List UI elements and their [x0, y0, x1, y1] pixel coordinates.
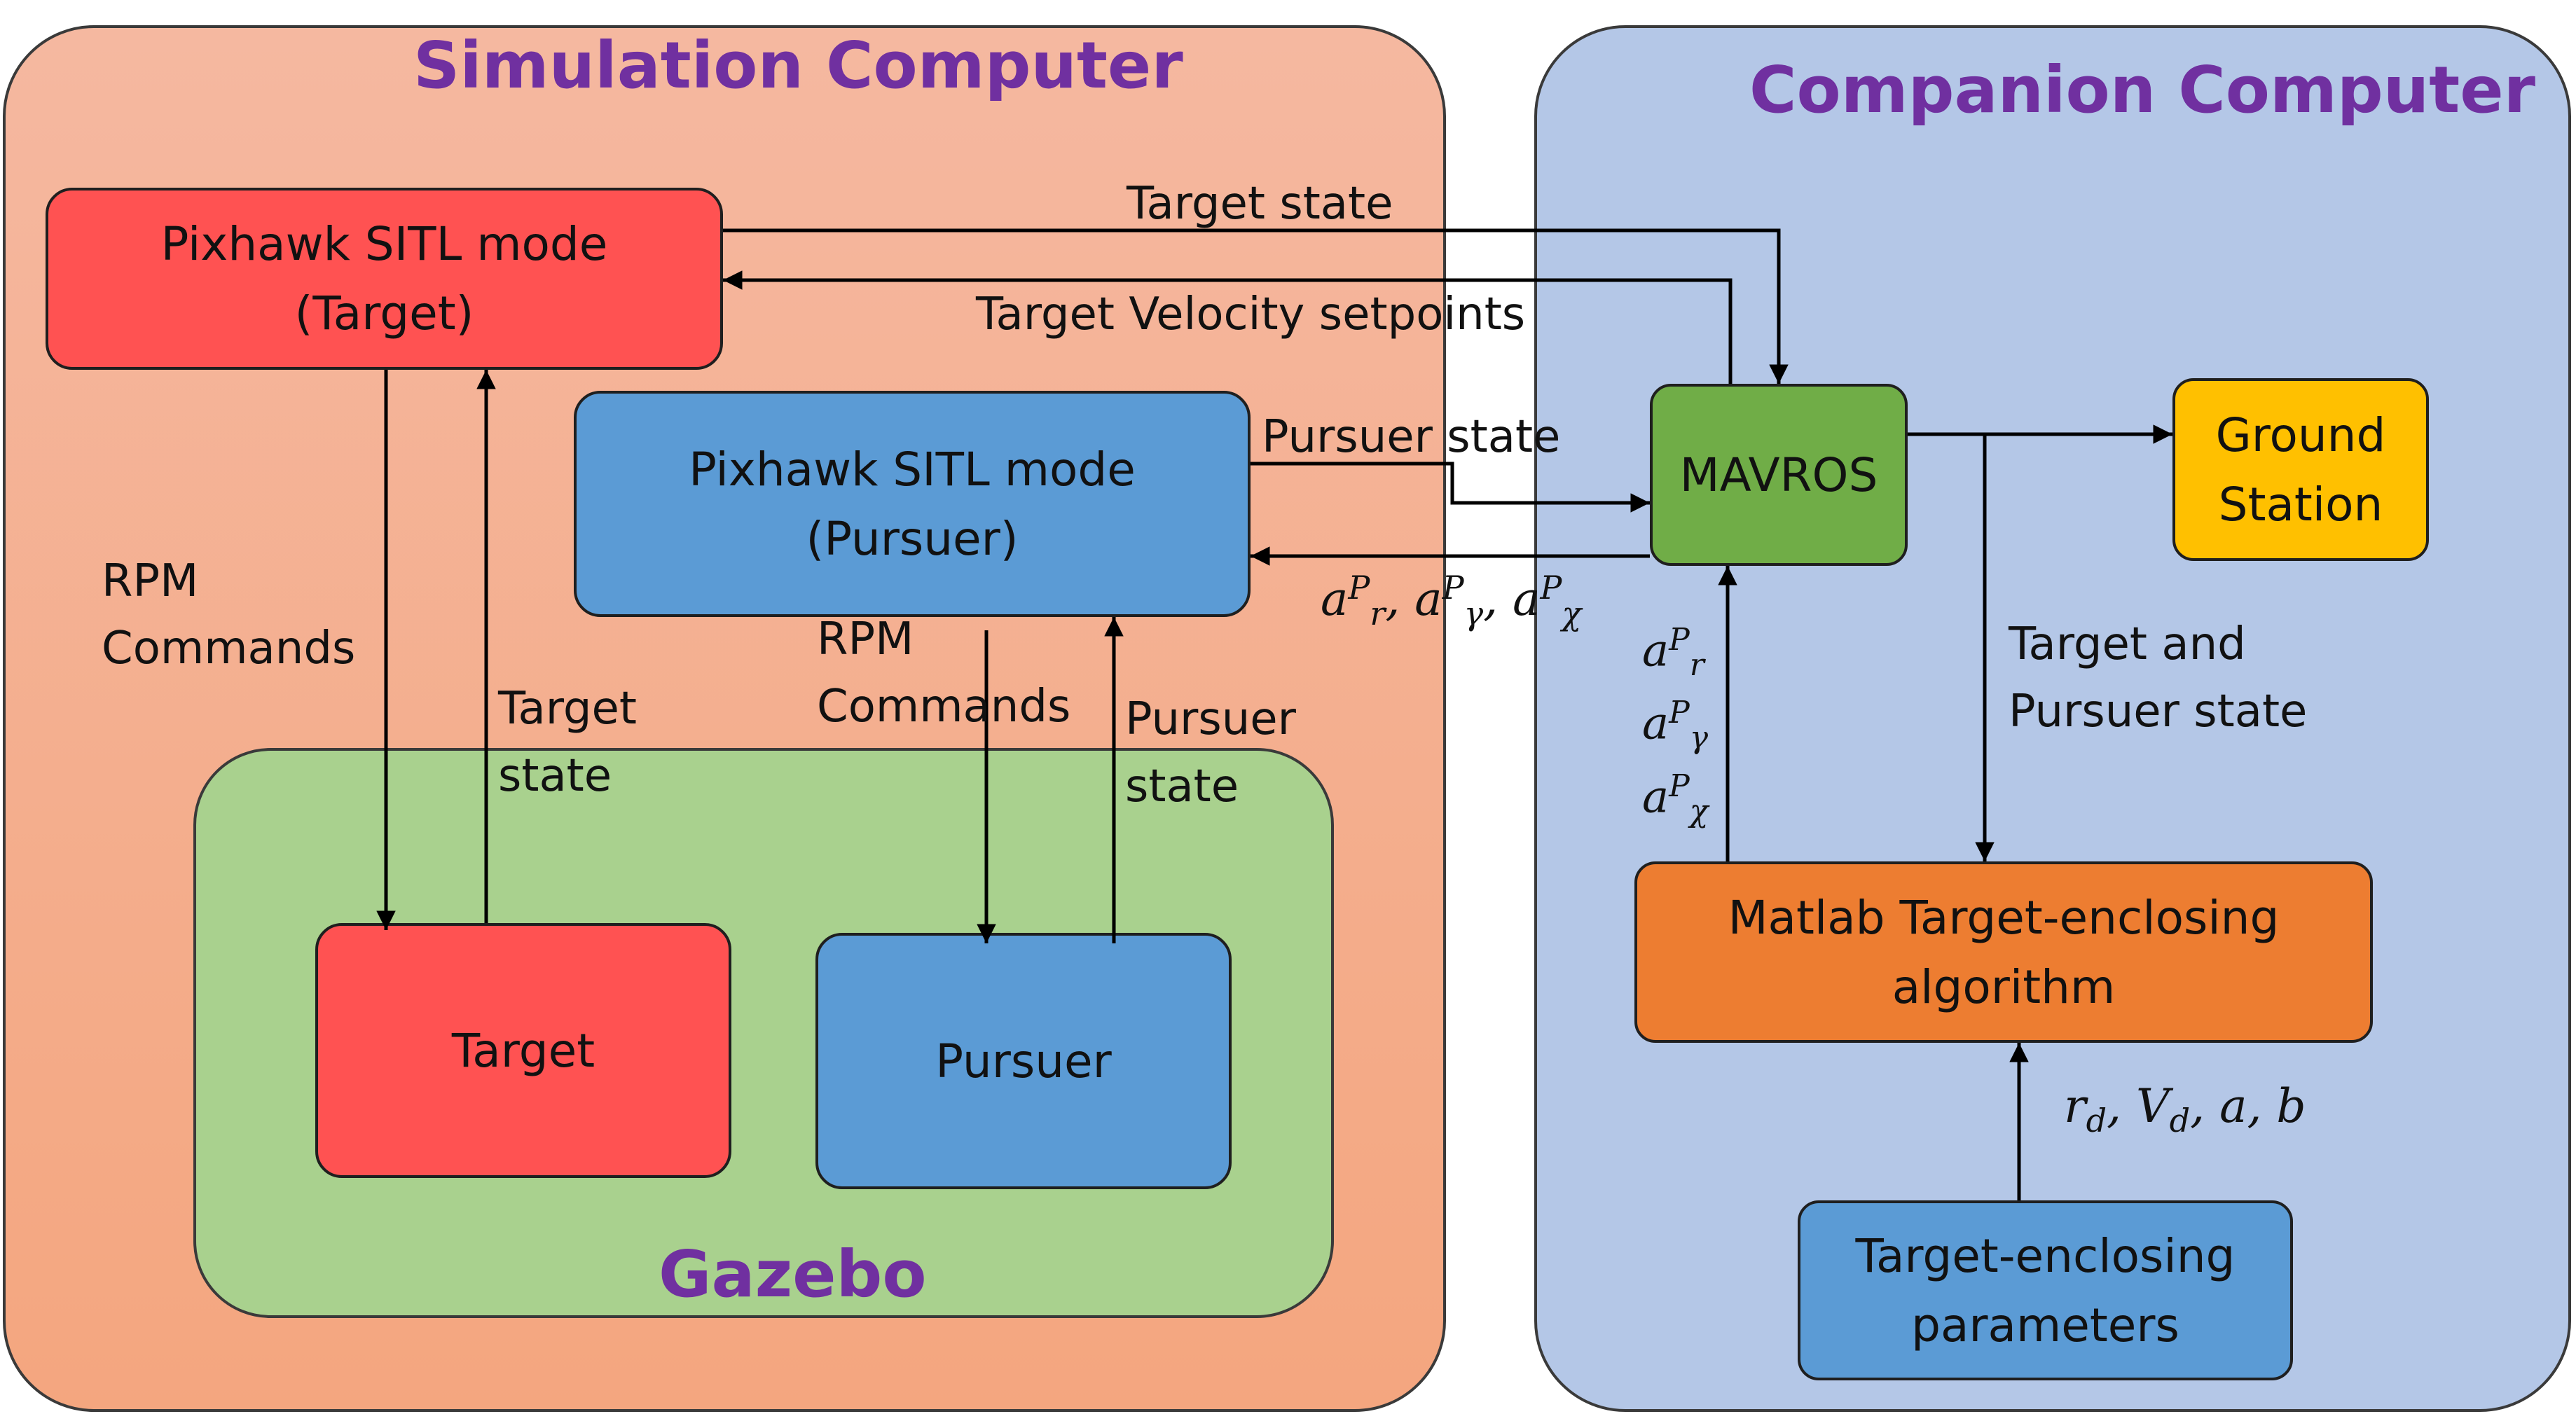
matlab-algorithm-line2: algorithm — [1892, 959, 2116, 1014]
label-rpm-commands-left-1: RPM — [102, 555, 199, 607]
ground-station-line1: Ground — [2215, 408, 2386, 462]
math-params-row: rd, Vd, a, b — [2064, 1079, 2306, 1140]
simulation-computer-title: Simulation Computer — [413, 28, 1183, 103]
companion-computer-title: Companion Computer — [1749, 53, 2535, 127]
math-accel-column: aPr aPγ aPχ — [1642, 616, 1708, 836]
label-target-velocity-setpoints: Target Velocity setpoints — [976, 289, 1526, 340]
label-target-state-left-2: state — [498, 750, 612, 802]
arrow-target-state-to-mavros — [723, 228, 1789, 384]
mavros-box: MAVROS — [1650, 384, 1908, 566]
pixhawk-pursuer-line1: Pixhawk SITL mode — [689, 442, 1136, 497]
pixhawk-target-line2: (Target) — [294, 286, 474, 340]
math-accel-row: aPr, aPγ, aPχ — [1321, 569, 1582, 633]
target-box-label: Target — [451, 1023, 595, 1078]
math-accel-gamma: aPγ — [1414, 569, 1484, 633]
pixhawk-target-line1: Pixhawk SITL mode — [160, 217, 608, 271]
label-pursuer-state-mid-1: Pursuer — [1125, 693, 1296, 745]
target-box: Target — [315, 923, 731, 1178]
ground-station-line2: Station — [2218, 477, 2383, 532]
mavros-box-label: MAVROS — [1679, 448, 1878, 502]
arrow-pursuer-state-to-mavros — [1251, 462, 1650, 513]
matlab-algorithm-box: Matlab Target-enclosing algorithm — [1634, 861, 2373, 1043]
label-pursuer-state-mid-2: state — [1125, 761, 1239, 812]
label-rpm-commands-mid-2: Commands — [817, 681, 1071, 733]
math-accel-col-gamma: aPγ — [1642, 695, 1709, 756]
label-rpm-commands-mid: RPM Commands — [817, 606, 1070, 740]
label-target-and-pursuer-state: Target and Pursuer state — [2009, 611, 2307, 745]
pixhawk-pursuer-line2: (Pursuer) — [806, 511, 1019, 566]
label-pursuer-state-mid: Pursuer state — [1125, 686, 1296, 820]
label-pursuer-state-mavros: Pursuer state — [1262, 411, 1561, 463]
pixhawk-target-box: Pixhawk SITL mode (Target) — [46, 188, 723, 370]
ground-station-box: Ground Station — [2172, 378, 2429, 561]
arrow-velocity-setpoints-to-pixhawk-target — [723, 270, 1733, 384]
pixhawk-pursuer-box: Pixhawk SITL mode (Pursuer) — [574, 391, 1251, 617]
params-line2: parameters — [1911, 1298, 2179, 1352]
math-accel-r: aPr — [1321, 569, 1386, 633]
math-accel-chi: aPχ — [1513, 569, 1582, 633]
params-line1: Target-enclosing — [1855, 1228, 2236, 1283]
label-rpm-commands-left-2: Commands — [102, 623, 356, 674]
label-rpm-commands-left: RPM Commands — [102, 548, 355, 682]
label-rpm-commands-mid-1: RPM — [817, 614, 914, 665]
companion-computer-region — [1534, 25, 2571, 1412]
label-target-and-pursuer-state-1: Target and — [2009, 618, 2246, 670]
gazebo-title: Gazebo — [659, 1237, 927, 1312]
math-accel-col-chi: aPχ — [1642, 768, 1709, 829]
pursuer-box: Pursuer — [815, 933, 1232, 1189]
label-target-state-left: Target state — [498, 675, 637, 810]
pursuer-box-label: Pursuer — [935, 1034, 1112, 1088]
label-target-state-top: Target state — [1127, 178, 1393, 230]
label-target-state-left-1: Target — [498, 683, 637, 735]
matlab-algorithm-line1: Matlab Target-enclosing — [1728, 890, 2280, 945]
target-enclosing-params-box: Target-enclosing parameters — [1798, 1200, 2293, 1380]
math-accel-col-r: aPr — [1642, 622, 1704, 684]
label-target-and-pursuer-state-2: Pursuer state — [2009, 686, 2308, 737]
